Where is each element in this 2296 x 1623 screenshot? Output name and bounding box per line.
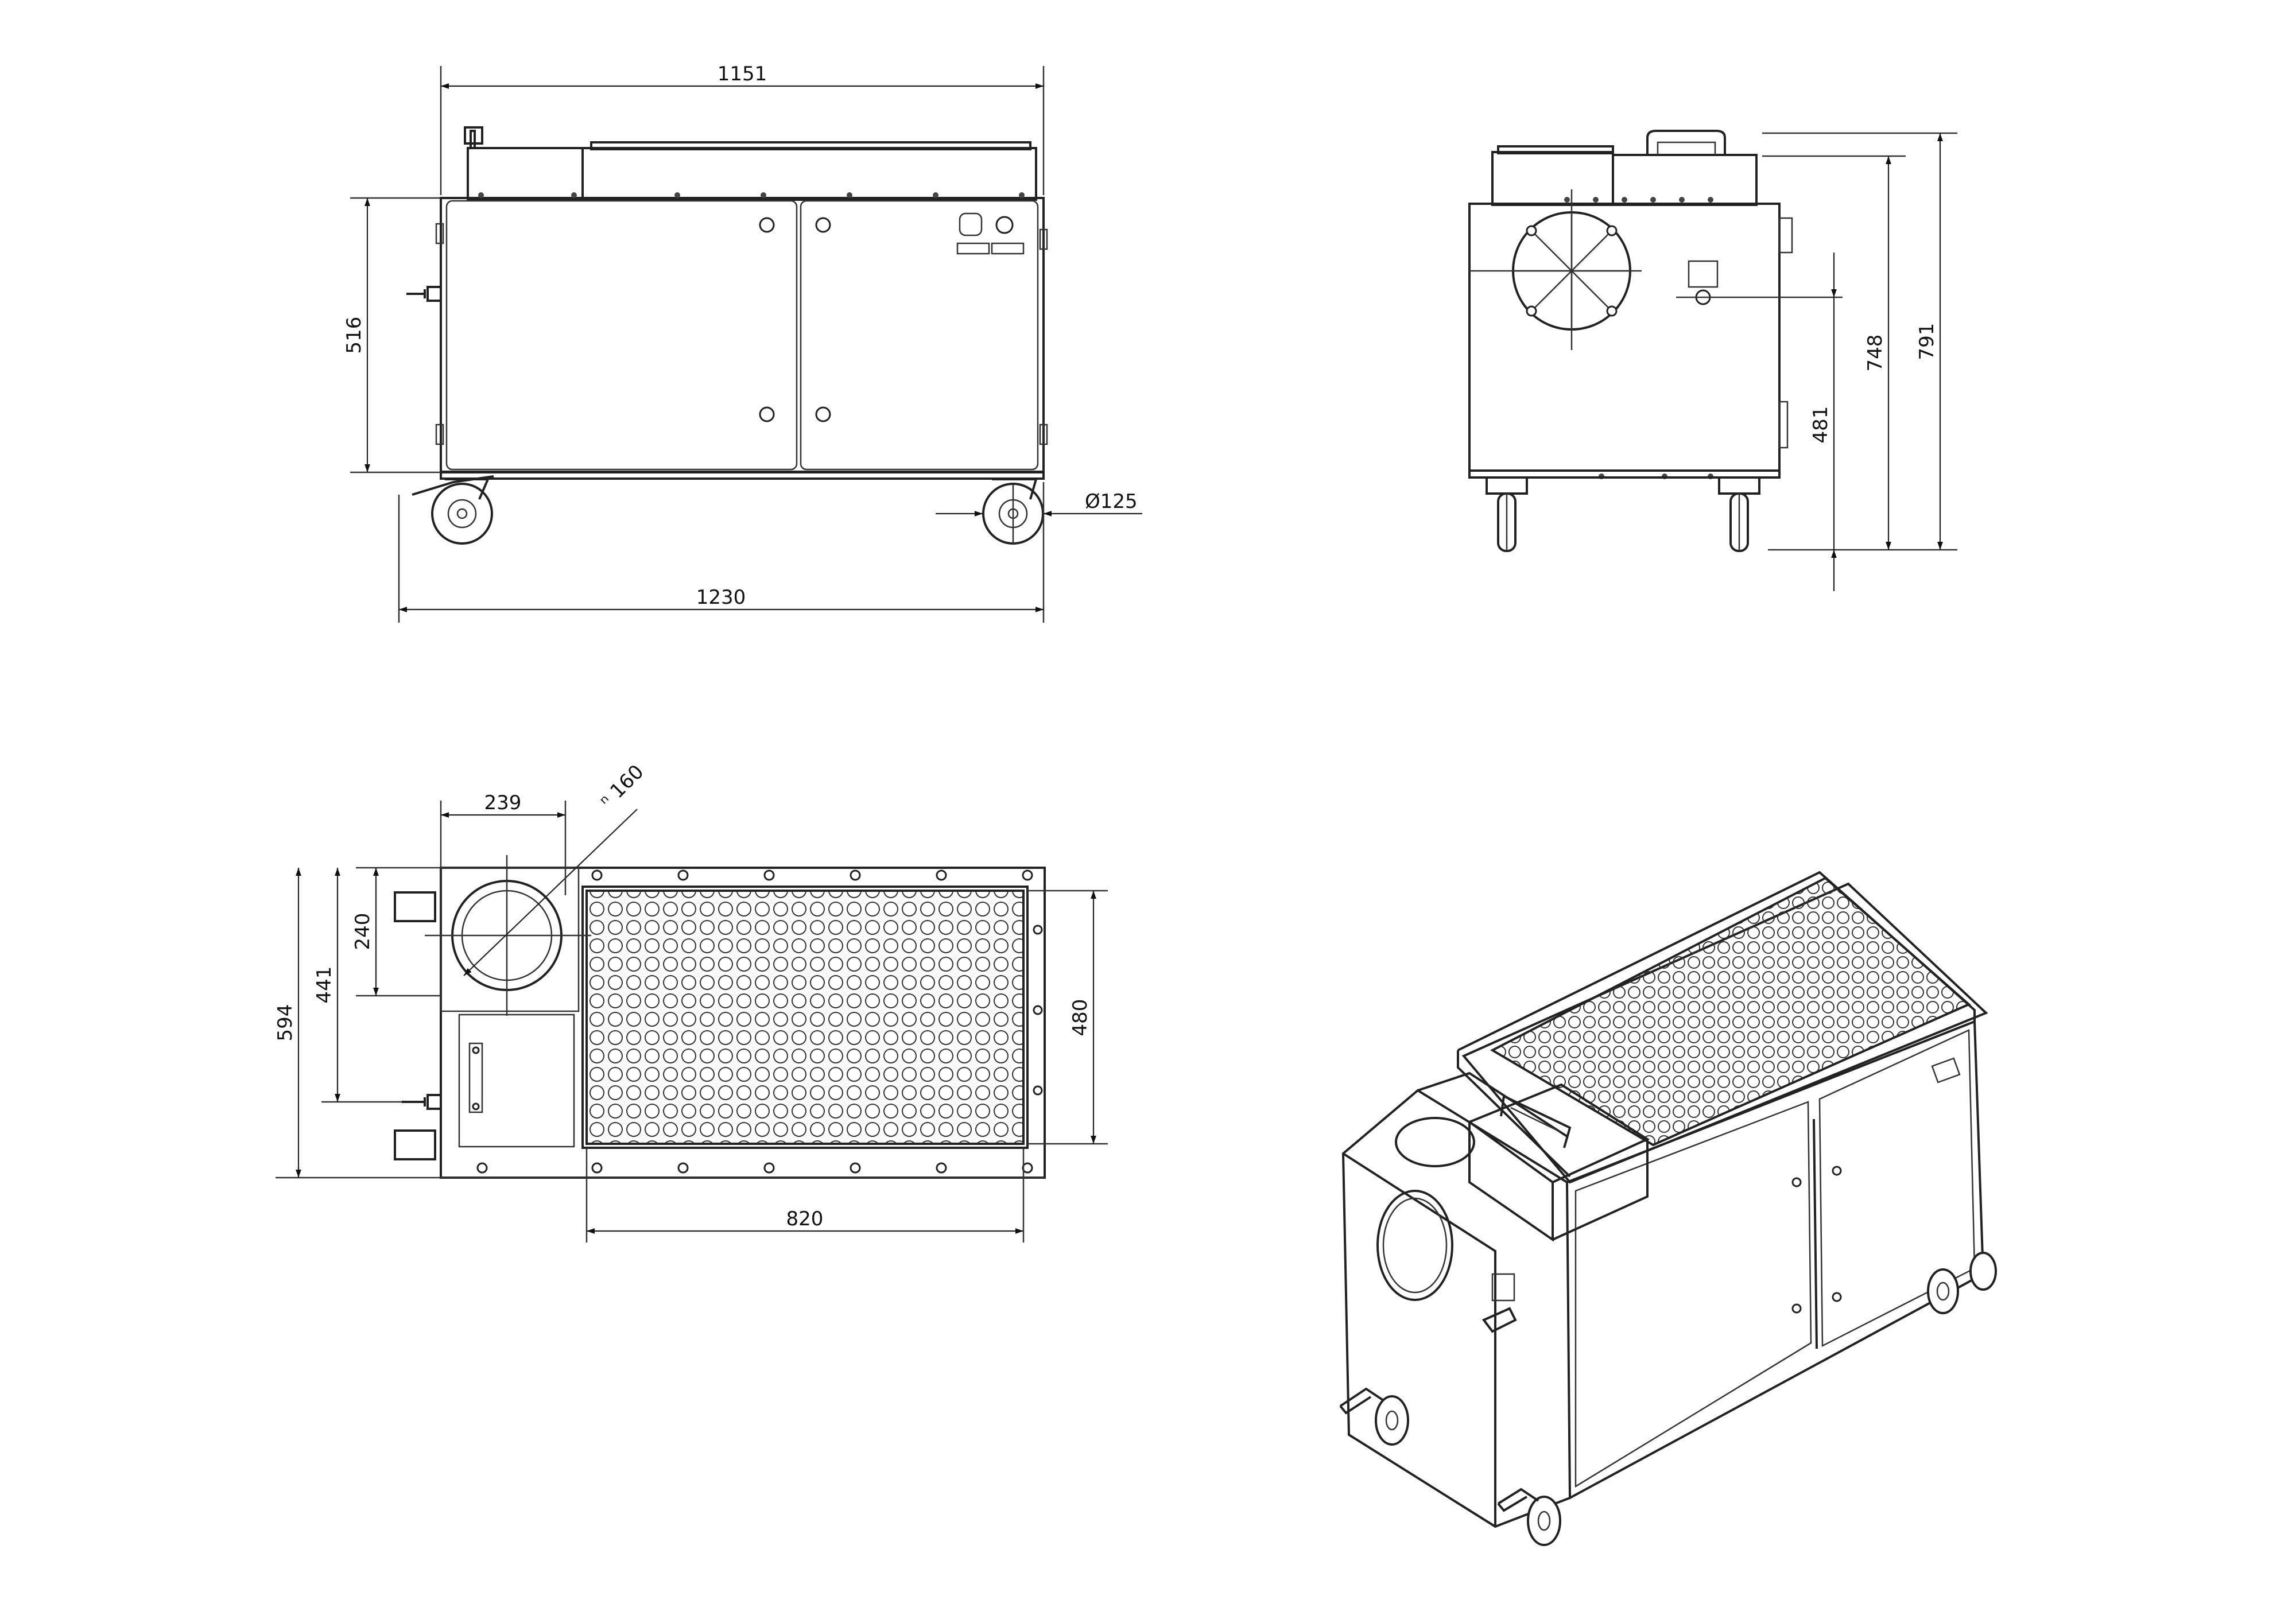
front-view: 1151 516 Ø125 1230 — [343, 63, 1142, 623]
dim-441: 441 — [313, 966, 336, 1004]
dim-481: 481 — [1809, 406, 1832, 444]
dim-d160: ⁿ 160 — [596, 760, 648, 813]
dim-d125: Ø125 — [1085, 490, 1138, 513]
dim-239: 239 — [484, 791, 522, 814]
dim-1230: 1230 — [696, 586, 746, 609]
dim-240: 240 — [351, 913, 374, 950]
dim-480: 480 — [1069, 999, 1092, 1036]
top-view: ⁿ 160 239 240 441 594 480 820 — [274, 760, 1108, 1243]
dim-820: 820 — [786, 1207, 824, 1230]
dim-748: 748 — [1864, 335, 1887, 372]
dim-516: 516 — [343, 317, 366, 354]
dim-594: 594 — [274, 1004, 297, 1042]
dim-791: 791 — [1915, 323, 1938, 360]
isometric-view — [1339, 871, 1997, 1546]
dim-1151: 1151 — [718, 63, 767, 86]
side-view: 481 748 791 — [1468, 130, 1957, 591]
